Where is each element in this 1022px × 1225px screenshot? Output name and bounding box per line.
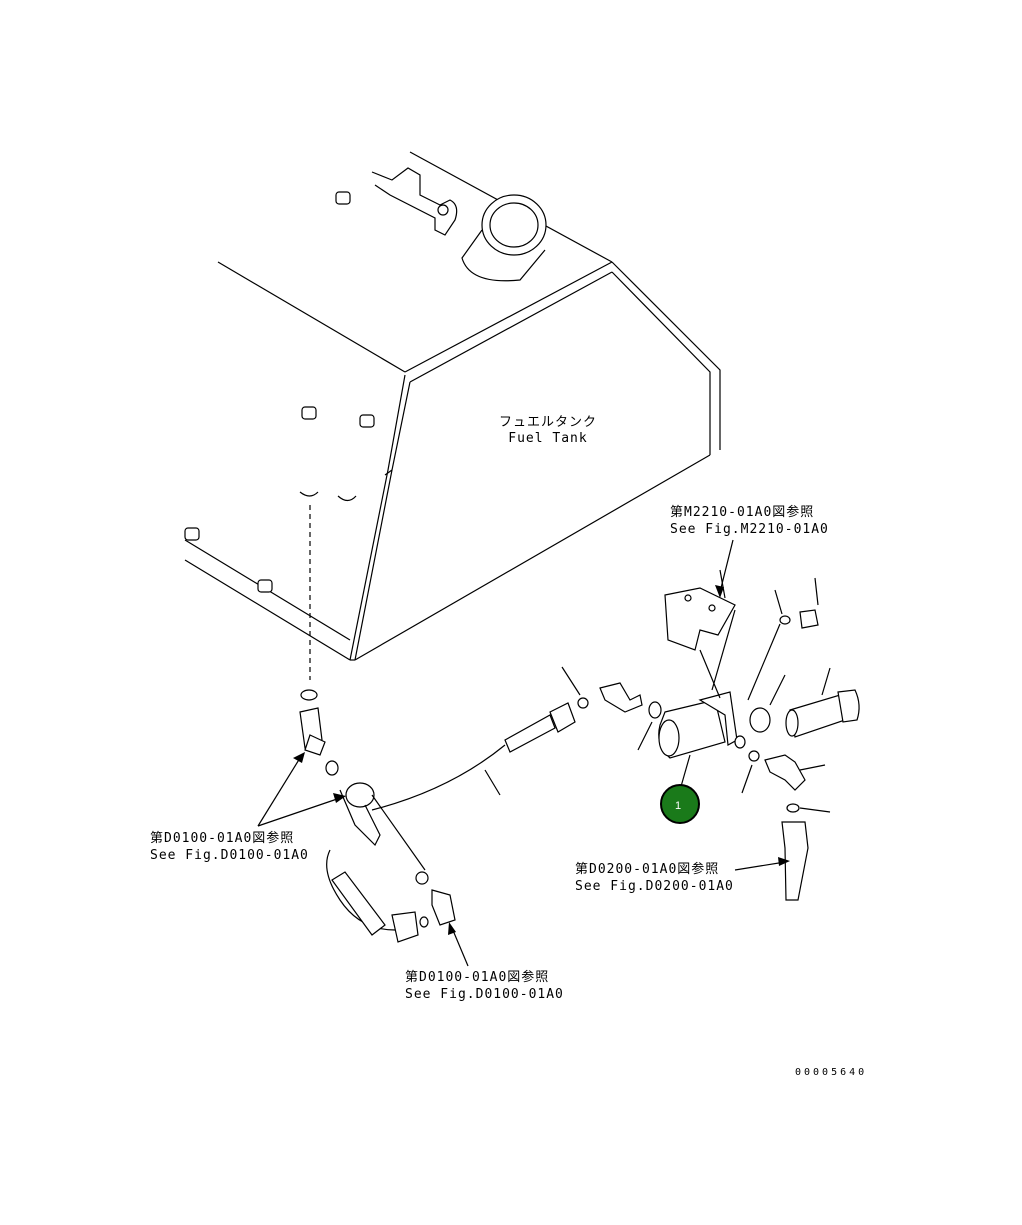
ref-d0100-left-en: See Fig.D0100-01A0 xyxy=(150,848,309,863)
leader-lines xyxy=(257,539,790,967)
ref-d0200-en: See Fig.D0200-01A0 xyxy=(575,879,734,894)
fuel-tank-label-jp: フュエルタンク xyxy=(499,415,597,430)
figure-id: 00005640 xyxy=(795,1067,867,1078)
fuel-tank-drawing xyxy=(184,151,721,680)
fuel-hose xyxy=(484,702,576,796)
ref-d0100-bottom-jp: 第D0100-01A0図参照 xyxy=(405,969,549,985)
callout-number[interactable]: 1 xyxy=(675,800,681,812)
ref-m2210-en: See Fig.M2210-01A0 xyxy=(670,522,829,537)
callout-circle[interactable] xyxy=(660,784,700,824)
filter-assembly xyxy=(561,569,860,901)
left-fittings xyxy=(299,689,506,943)
fuel-tank-label-en: Fuel Tank xyxy=(508,431,587,446)
callout-part-1[interactable]: 1 xyxy=(660,784,700,824)
ref-d0100-left-jp: 第D0100-01A0図参照 xyxy=(150,830,294,846)
ref-m2210-jp: 第M2210-01A0図参照 xyxy=(670,504,814,520)
ref-d0200-jp: 第D0200-01A0図参照 xyxy=(575,861,719,877)
ref-d0100-bottom-en: See Fig.D0100-01A0 xyxy=(405,987,564,1002)
